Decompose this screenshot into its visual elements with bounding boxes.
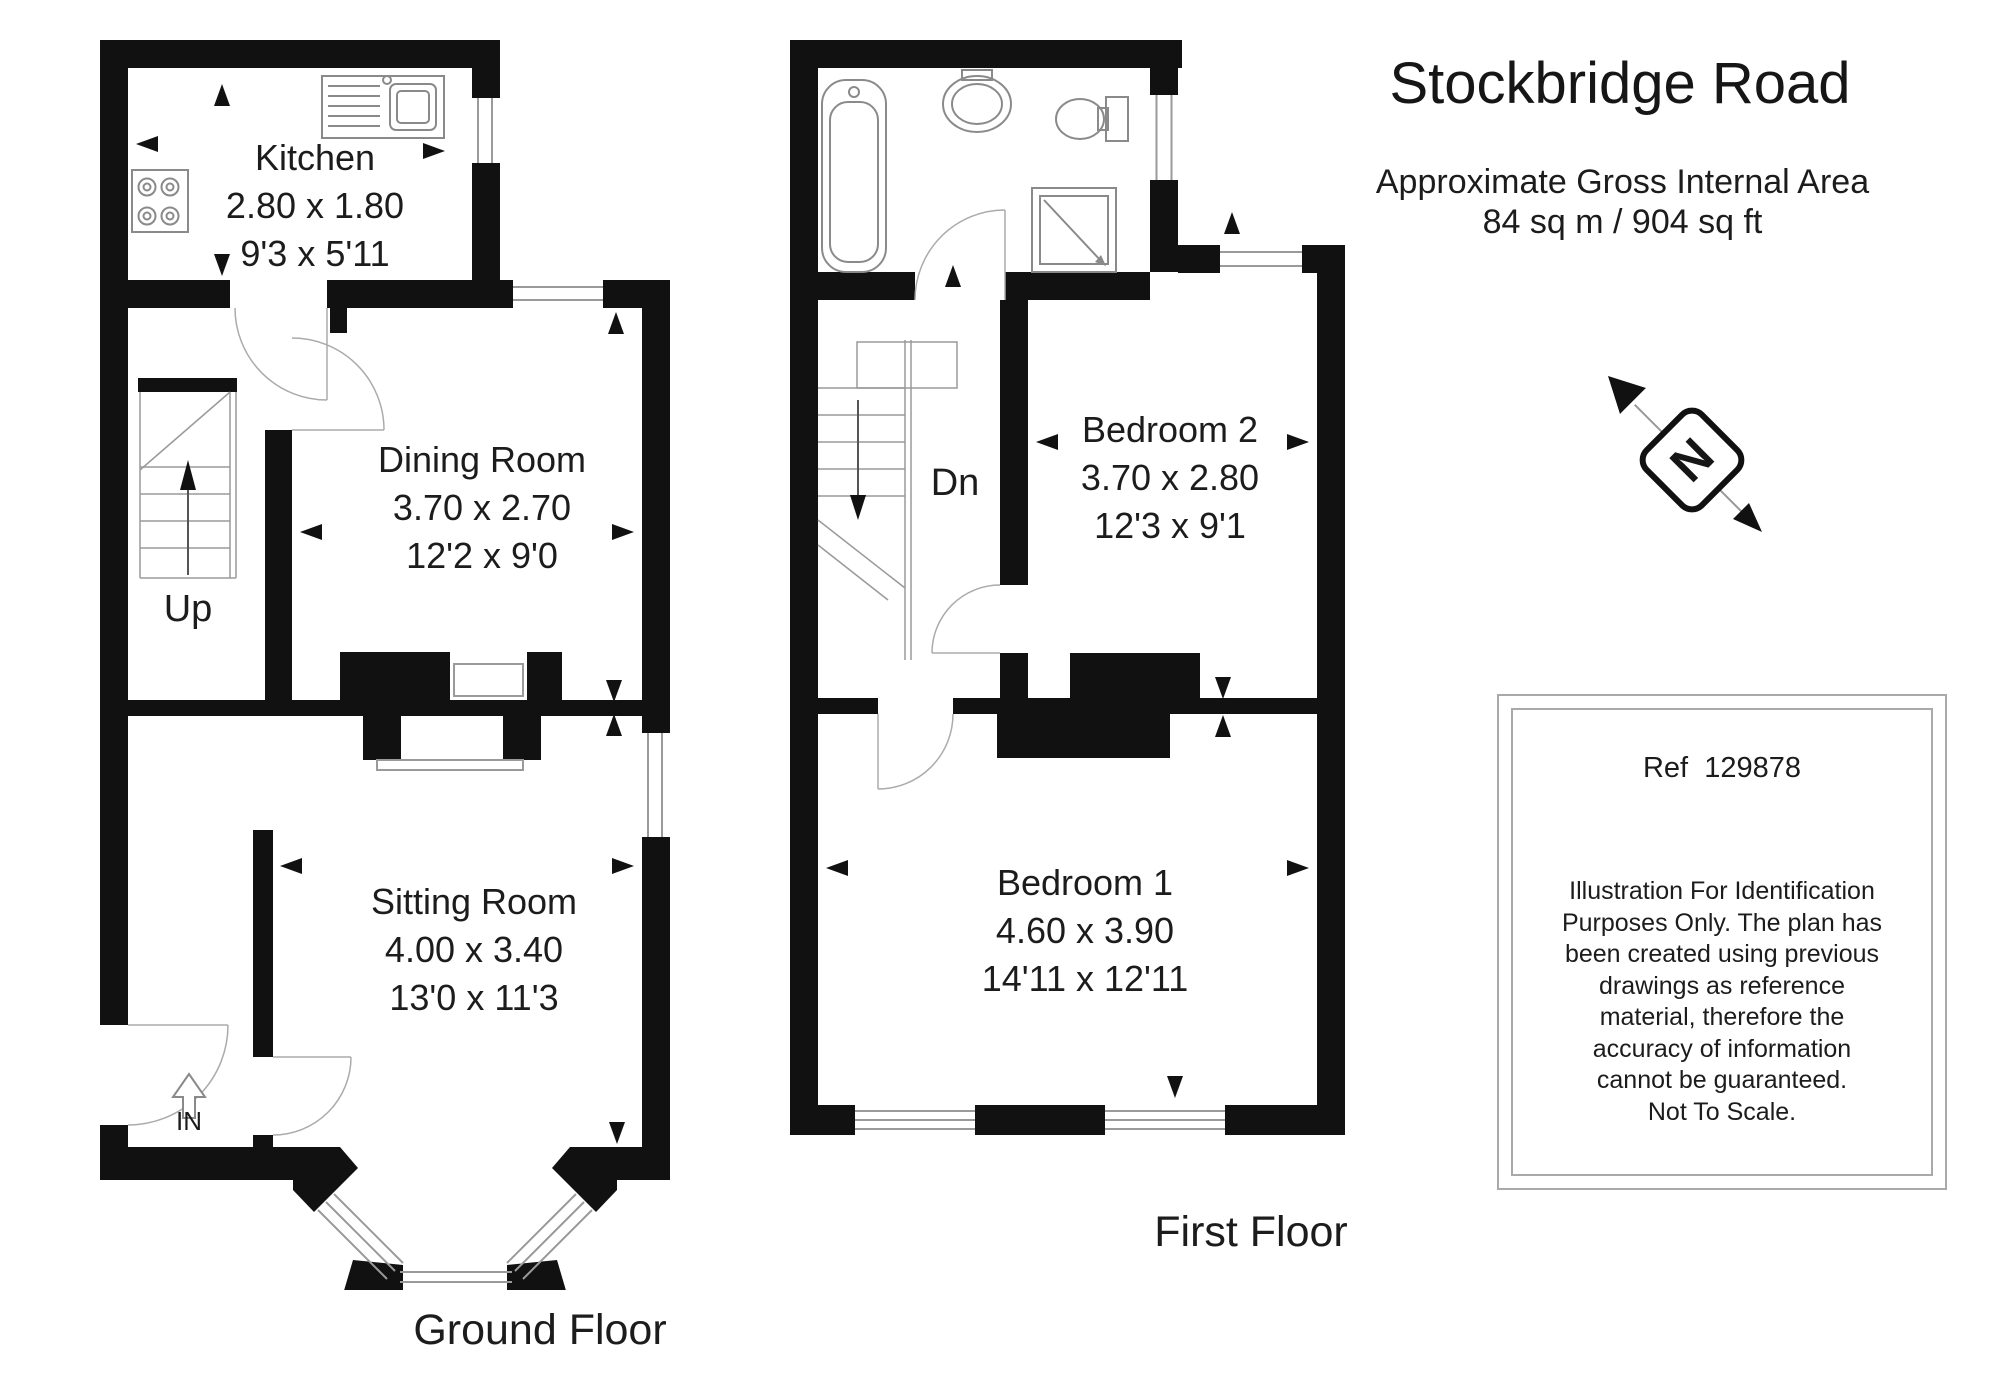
stairs-down [817,340,958,660]
area-value: 84 sq m / 904 sq ft [1482,203,1763,241]
room-name: Kitchen [254,137,376,178]
first-floor-walls [790,40,1345,1135]
ground-floor-windows [317,98,663,1283]
room-size-imperial: 13'0 x 11'3 [389,977,559,1018]
bathtub [821,79,887,273]
room-size-imperial: 12'2 x 9'0 [406,535,558,576]
disclaimer-text: Illustration For Identification Purposes… [1513,876,1931,1128]
disclaimer-line: material, therefore the [1599,1003,1845,1031]
room-size-metric: 3.70 x 2.70 [392,487,572,528]
area-subtitle: Approximate Gross Internal Area [1375,163,1870,201]
first-floor-plan [790,40,1345,1135]
disclaimer-line: drawings as reference [1599,971,1845,1000]
room-size-metric: 4.00 x 3.40 [384,929,564,970]
sink-basin [942,69,1012,133]
stairs-up-label: Up [163,588,213,630]
room-name: Bedroom 2 [1081,409,1259,450]
ref-box: Ref 129878 Illustration For Identificati… [1497,694,1947,1190]
room-size-metric: 4.60 x 3.90 [995,910,1175,951]
dimension-arrows-ground [136,84,634,1144]
dining-room-label: Dining Room 3.70 x 2.70 12'2 x 9'0 [332,436,632,580]
door-arcs-first [877,209,1006,790]
disclaimer-line: been created using previous [1564,940,1880,968]
disclaimer-line: accuracy of information [1592,1034,1852,1063]
room-name: Sitting Room [370,881,578,922]
stairs-up [139,391,237,579]
room-name: Dining Room [377,439,587,480]
page-title: Stockbridge Road [1389,51,1851,116]
room-size-imperial: 9'3 x 5'11 [240,233,390,274]
bedroom2-label: Bedroom 2 3.70 x 2.80 12'3 x 9'1 [1020,406,1320,550]
room-name: Bedroom 1 [996,862,1174,903]
first-floor-caption: First Floor [1154,1208,1348,1256]
ground-floor-walls [100,40,670,1290]
sitting-room-label: Sitting Room 4.00 x 3.40 13'0 x 11'3 [324,878,624,1022]
shower [1031,187,1117,273]
dimension-arrows-first [826,212,1309,1098]
ref-box-inner: Ref 129878 Illustration For Identificati… [1511,708,1933,1176]
entrance-in-label: IN [176,1106,202,1136]
disclaimer-line: Not To Scale. [1647,1097,1797,1126]
disclaimer-line: Illustration For Identification [1569,877,1875,905]
compass-north-icon [1608,376,1762,532]
first-floor-windows [855,95,1302,1130]
room-size-imperial: 14'11 x 12'11 [981,958,1189,999]
fireplace-hearth [376,663,524,771]
bedroom1-label: Bedroom 1 4.60 x 3.90 14'11 x 12'11 [935,859,1235,1003]
kitchen-sink [321,75,445,139]
ground-floor-caption: Ground Floor [413,1306,667,1354]
stairs-down-label: Dn [930,462,980,504]
disclaimer-line: cannot be guaranteed. [1596,1066,1848,1094]
hob [131,169,189,233]
room-size-metric: 2.80 x 1.80 [225,185,405,226]
toilet [1055,96,1129,142]
ref-number: Ref 129878 [1642,752,1801,784]
entrance-arrow-icon [171,1072,207,1119]
ground-floor-plan [100,40,670,1290]
kitchen-label: Kitchen 2.80 x 1.80 9'3 x 5'11 [165,134,465,278]
disclaimer-line: Purposes Only. The plan has [1561,908,1883,937]
room-size-imperial: 12'3 x 9'1 [1094,505,1246,546]
room-size-metric: 3.70 x 2.80 [1080,457,1260,498]
